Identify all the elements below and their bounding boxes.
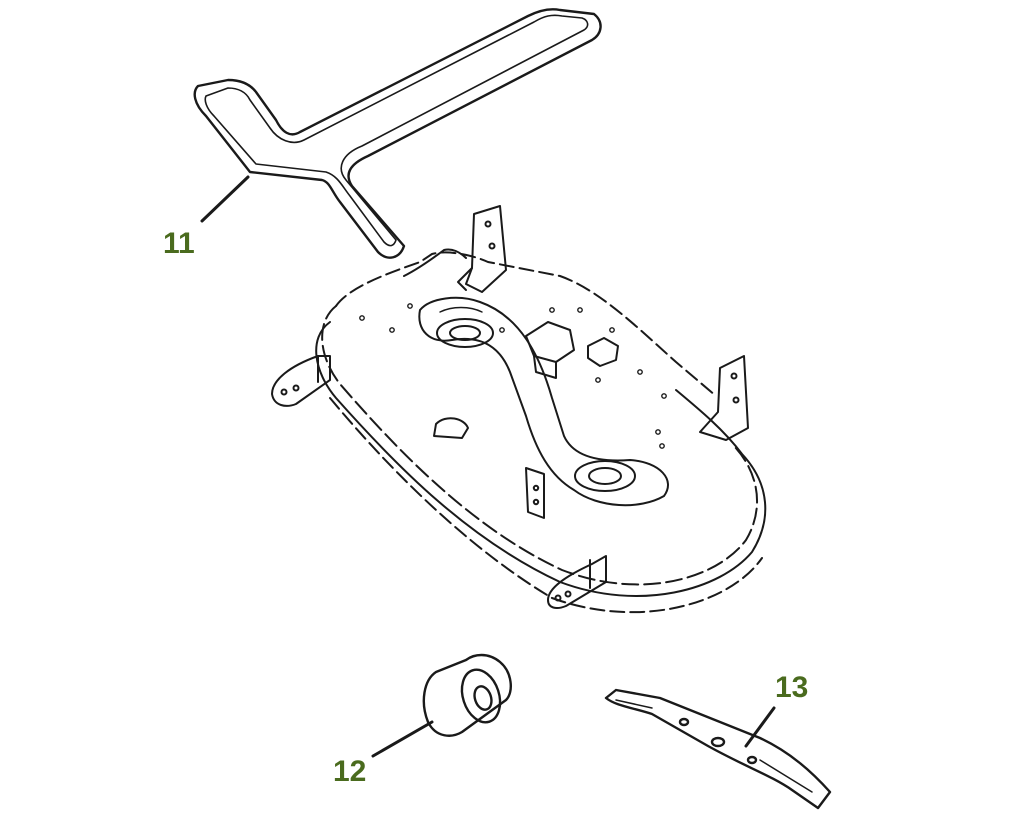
gauge-wheel (422, 653, 512, 737)
leader-line-13 (744, 706, 776, 748)
mower-deck (271, 205, 767, 614)
callout-label-12: 12 (333, 755, 367, 788)
callout-label-13: 13 (775, 671, 809, 704)
mower-blade (604, 688, 832, 810)
leader-line-12 (371, 720, 434, 758)
callout-label-11: 11 (163, 227, 195, 260)
drive-belt (193, 8, 602, 259)
leader-line-11 (200, 175, 250, 223)
